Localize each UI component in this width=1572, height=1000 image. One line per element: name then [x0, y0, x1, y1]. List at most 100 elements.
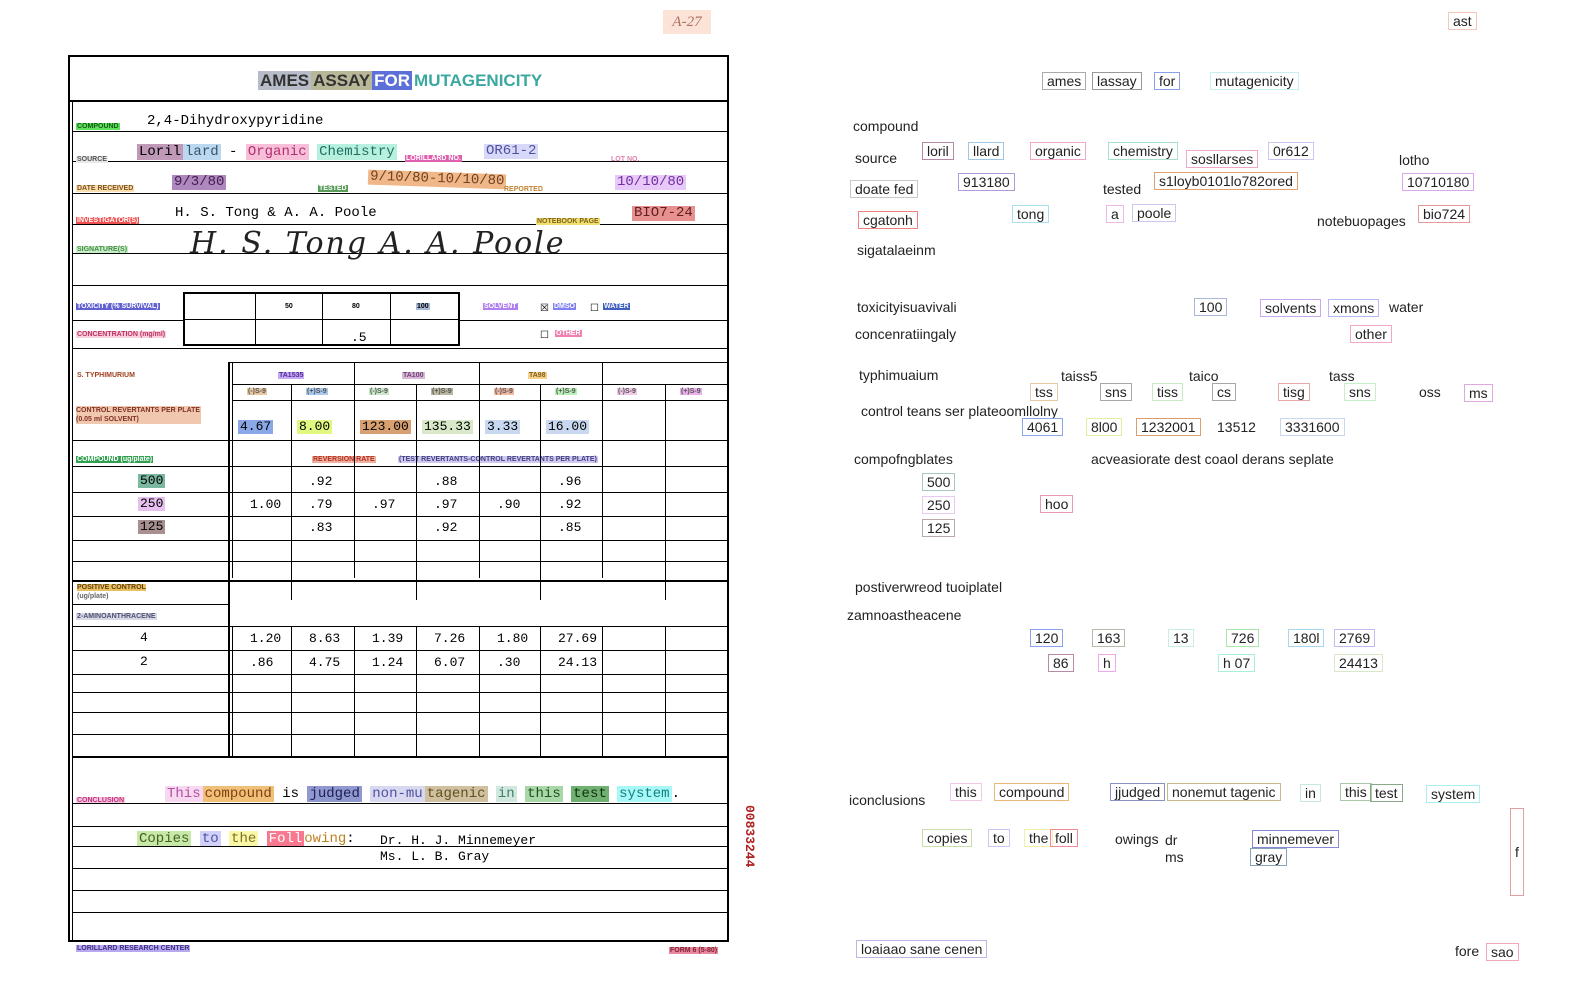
- reversion-rate-label: REVERSION RATE: [312, 456, 376, 463]
- cell-value: 1.00: [250, 497, 282, 512]
- ocr-word-box: to: [988, 829, 1010, 847]
- toxicity-col-80: 80: [352, 303, 360, 310]
- ocr-word-box: 10710180: [1402, 173, 1475, 191]
- control-revertant-value: 123.00: [360, 419, 411, 435]
- ocr-word-box: sigatalaeinm: [857, 242, 936, 258]
- cell-value: 27.69: [558, 631, 598, 646]
- s9-header: (+)S-9: [680, 388, 702, 395]
- reported-label: REPORTED: [504, 186, 543, 193]
- water-checkbox: ☐: [590, 303, 599, 314]
- cell-value: 1.24: [372, 655, 404, 670]
- ocr-word-box: a: [1106, 205, 1124, 223]
- ocr-word-box: xmons: [1328, 299, 1380, 317]
- conclusion-label: CONCLUSION: [76, 797, 126, 804]
- ocr-word-box: copies: [922, 829, 973, 847]
- ocr-word-box: lassay: [1092, 72, 1142, 90]
- control-revertant-value: 4.67: [238, 419, 274, 435]
- ocr-word-box: 500: [922, 473, 956, 491]
- cell-value: .88: [434, 474, 458, 489]
- ocr-word-box: ms: [1464, 384, 1493, 402]
- ocr-word-box: f: [1510, 808, 1524, 896]
- ocr-word-box: acveasiorate dest coaol derans seplate: [1091, 451, 1334, 467]
- ocr-word-box: notebuopages: [1317, 213, 1406, 229]
- strain-ta98: TA98: [528, 372, 547, 379]
- ocr-word-box: 913180: [958, 173, 1015, 191]
- dose-value: 125: [138, 519, 166, 535]
- ocr-word-box: 13: [1168, 629, 1194, 647]
- lorillard-no-label: LORILLARD NO.: [405, 155, 462, 162]
- s9-header: (+)S-9: [431, 388, 453, 395]
- compound-value: 2,4-Dihydroxypyridine: [147, 113, 324, 129]
- ocr-word-box: concenratiingaly: [855, 326, 957, 342]
- s9-header: (-)S-9: [369, 388, 389, 395]
- ocr-word-box: 250: [922, 496, 956, 514]
- concentration-value: .5: [351, 330, 367, 345]
- ocr-word-box: 3331600: [1280, 418, 1345, 436]
- ocr-word-box: compound: [994, 783, 1070, 801]
- s9-header: (+)S-9: [555, 388, 577, 395]
- ocr-word-box: gray: [1250, 848, 1288, 866]
- ocr-word-box: water: [1389, 299, 1424, 315]
- tested-label: TESTED: [318, 185, 348, 192]
- investigators-value: H. S. Tong & A. A. Poole: [175, 205, 377, 221]
- reversion-formula: (TEST REVERTANTS-CONTROL REVERTANTS PER …: [398, 456, 598, 463]
- cell-value: .85: [558, 520, 582, 535]
- compound-label: COMPOUND: [76, 123, 120, 130]
- form-frame: [68, 55, 729, 942]
- cell-value: .79: [309, 497, 333, 512]
- cell-value: 6.07: [434, 655, 466, 670]
- ocr-word-box: other: [1350, 325, 1392, 343]
- ocr-word-box: 8l00: [1086, 418, 1123, 436]
- other-label: OTHER: [555, 330, 582, 337]
- ocr-word-box: 13512: [1217, 419, 1256, 435]
- ocr-word-box: iconclusions: [849, 792, 926, 808]
- ocr-word-box: cgatonh: [858, 211, 918, 229]
- ocr-word-box: 4061: [1022, 418, 1064, 436]
- ocr-word-box: taiss5: [1061, 368, 1098, 384]
- cell-value: .30: [497, 655, 521, 670]
- cell-value: .86: [250, 655, 274, 670]
- toxicity-col-100: 100: [416, 303, 430, 310]
- strain-ta100: TA100: [402, 372, 425, 379]
- s9-header: (-)S-9: [494, 388, 514, 395]
- investigators-label: INVESTIGATOR(S): [76, 217, 140, 224]
- source-label: SOURCE: [76, 156, 108, 163]
- control-revertant-value: 8.00: [297, 419, 333, 435]
- ocr-word-box: organic: [1030, 142, 1086, 160]
- ocr-word-box: solvents: [1260, 299, 1322, 317]
- water-label: WATER: [603, 303, 630, 310]
- ocr-word-box: sns: [1344, 383, 1376, 401]
- lorillard-no-value: OR61-2: [484, 143, 539, 160]
- cell-value: .83: [309, 520, 333, 535]
- ocr-word-box: for: [1154, 72, 1181, 90]
- ocr-word-box: foll: [1050, 829, 1078, 847]
- ocr-word-box: jjudged: [1110, 783, 1166, 801]
- side-number: 00833244: [742, 805, 757, 868]
- cell-value: .97: [372, 497, 396, 512]
- ocr-word-box: 2769: [1334, 629, 1376, 647]
- cell-value: .90: [497, 497, 521, 512]
- cell-value: 4.75: [309, 655, 341, 670]
- ocr-word-box: 726: [1226, 629, 1260, 647]
- ocr-word-box: loril: [922, 142, 954, 160]
- footer-left: LORILLARD RESEARCH CENTER: [76, 945, 191, 952]
- ocr-word-box: 1232001: [1136, 418, 1201, 436]
- ocr-word-box: ms: [1165, 849, 1184, 865]
- compound-ugplate-label: COMPOUND (ug/plate): [76, 456, 154, 463]
- cell-value: 1.20: [250, 631, 282, 646]
- footer-right: FORM 6 (5-80): [669, 947, 719, 954]
- ocr-word-box: taico: [1189, 368, 1219, 384]
- lot-no-label: LOT NO.: [611, 156, 640, 163]
- cell-value: .92: [558, 497, 582, 512]
- ocr-word-box: 0r612: [1268, 142, 1314, 160]
- ocr-word-box: hoo: [1040, 495, 1074, 513]
- ocr-word-box: tisg: [1278, 383, 1310, 401]
- cell-value: 1.80: [497, 631, 529, 646]
- s-typhimurium-label: S. TYPHIMURIUM: [77, 372, 135, 379]
- ocr-word-box: llard: [968, 142, 1005, 160]
- ocr-word-box: mutagenicity: [1210, 72, 1299, 90]
